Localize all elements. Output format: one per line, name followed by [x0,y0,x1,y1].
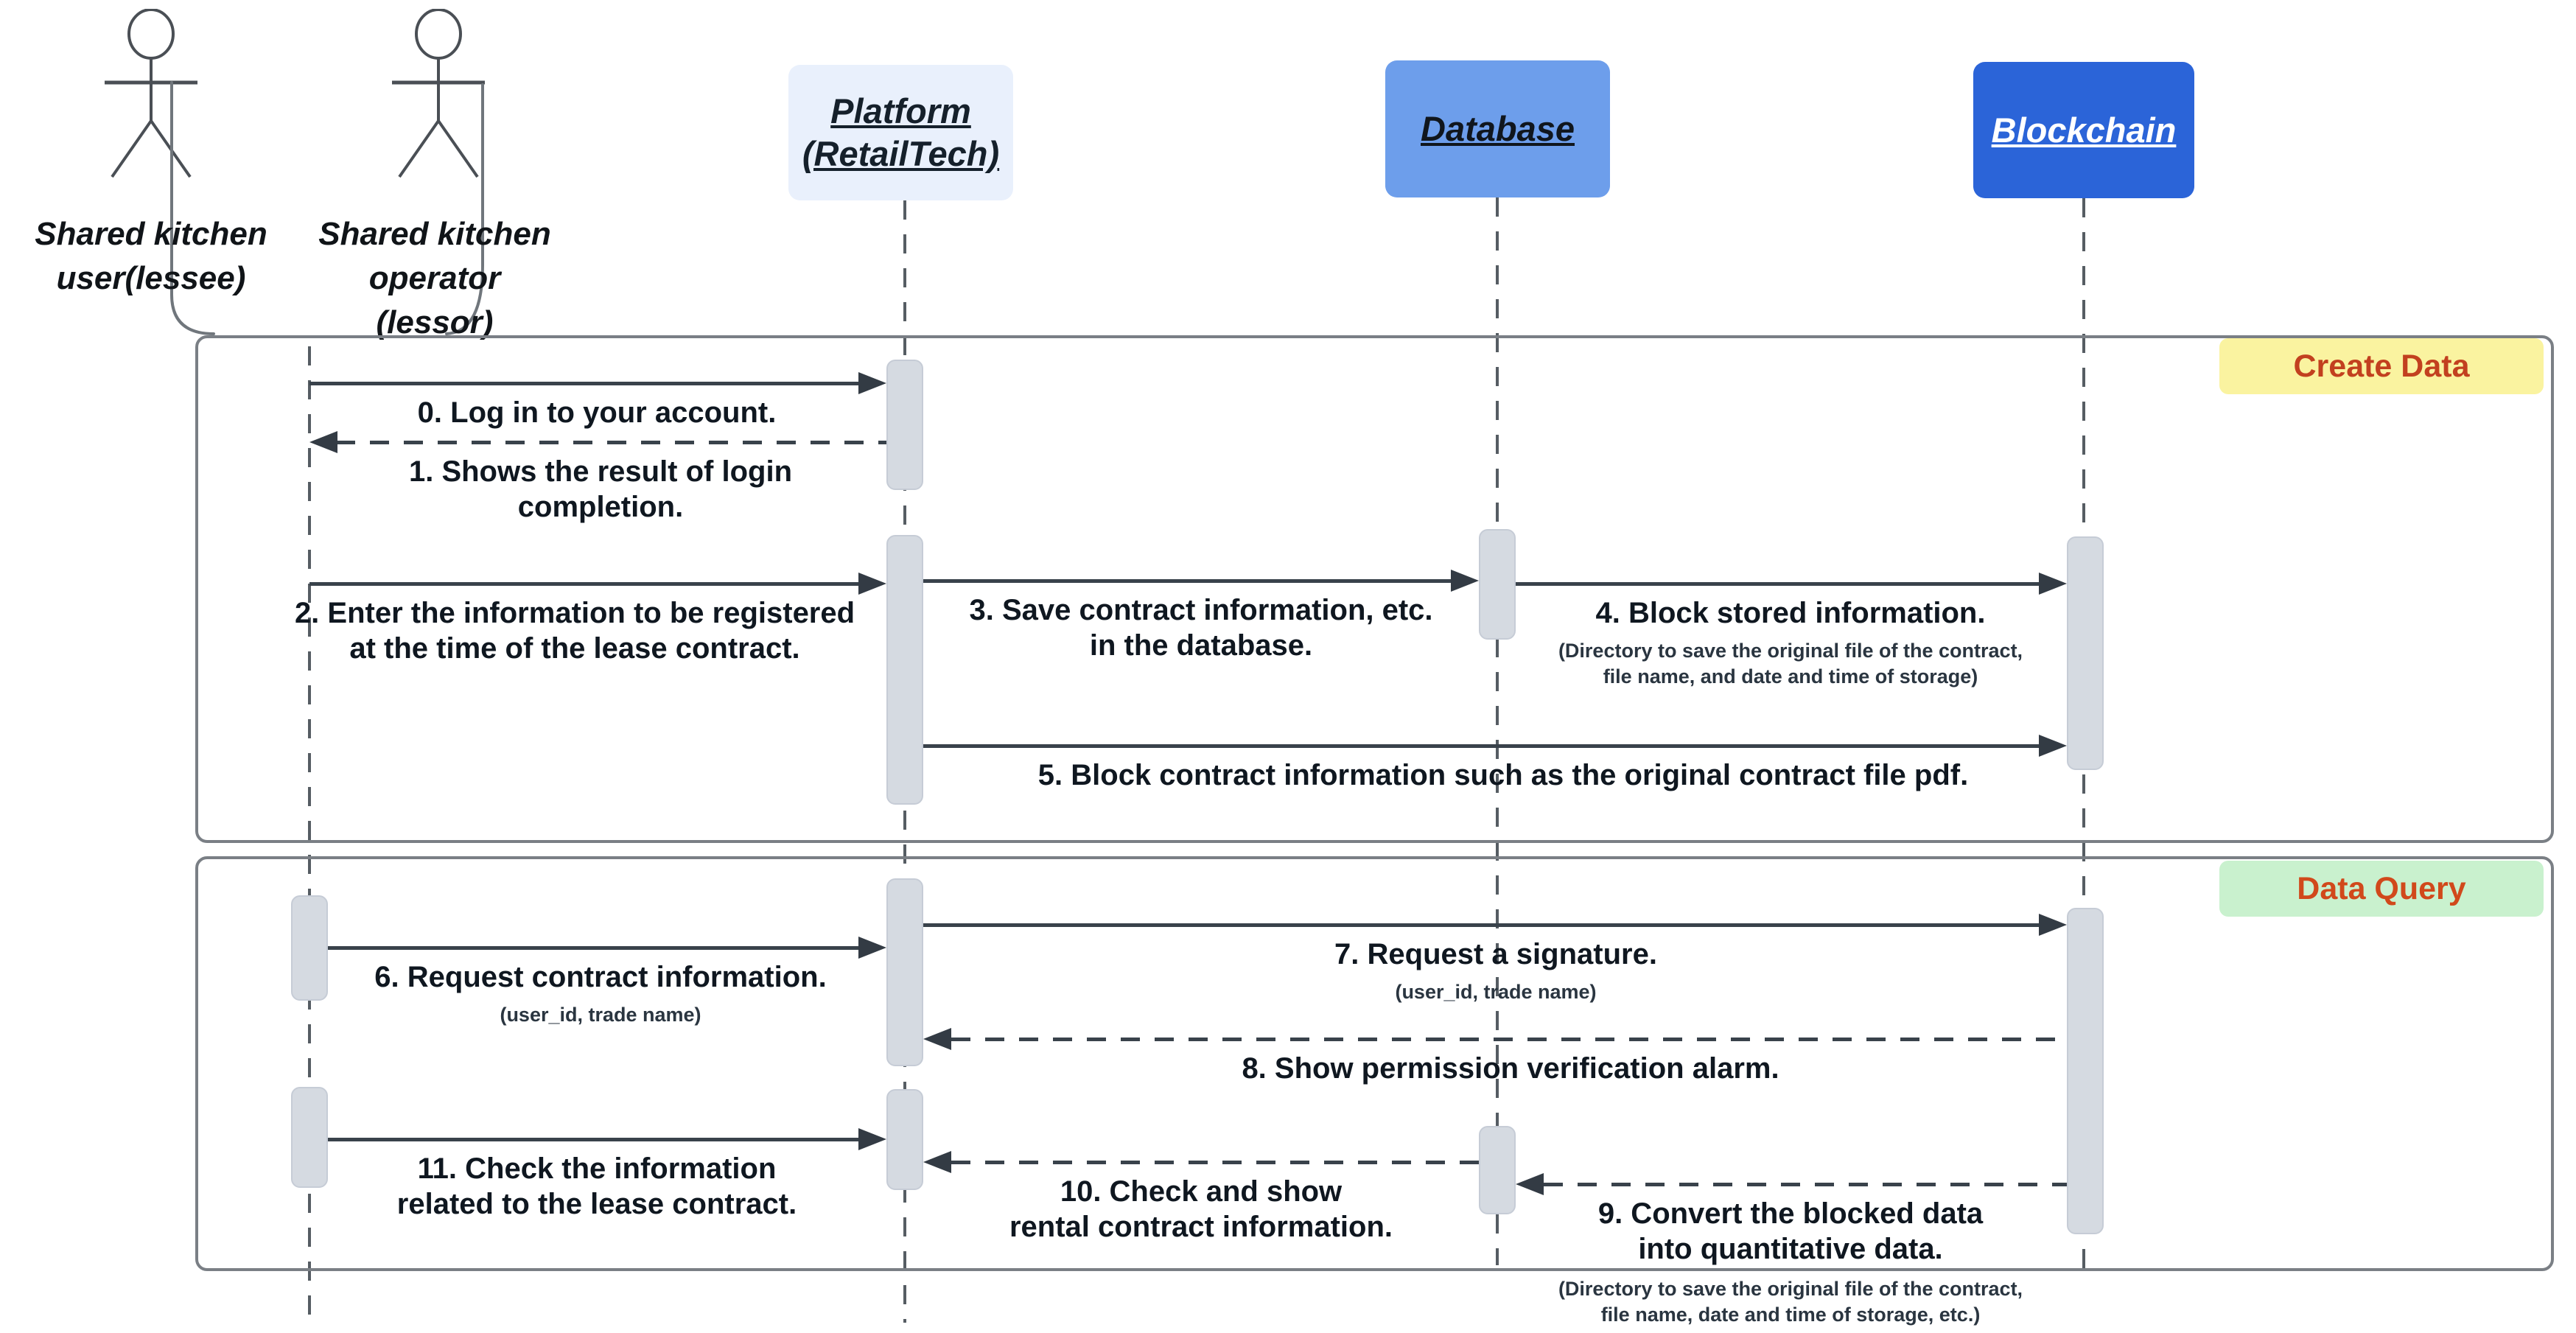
message-3-arrow [923,579,1455,583]
participant-platform: Platform (RetailTech) [788,65,1013,200]
message-0-arrow [309,382,862,385]
message-1-label: 1. Shows the result of login completion. [408,455,793,523]
message-3-arrowhead [1451,570,1479,592]
lessee-label-line1: Shared kitchen [35,216,267,252]
operator-actor-label: Shared kitchen operator (lessor) [295,212,575,345]
message-9-note: (Directory to save the original file of … [1558,1278,2023,1326]
operator-label-line2: operator [368,260,501,296]
message-6-arrow [328,946,862,950]
platform-activation-check [886,1089,923,1190]
actor-connector-lines [170,81,484,335]
frame-create-data [195,335,2554,843]
message-8-arrow [951,1038,2067,1041]
message-11-label: 11. Check the information related to the… [396,1152,797,1220]
message-4-label: 4. Block stored information. [1595,597,1986,629]
message-2-arrowhead [858,573,886,595]
message-6-note: (user_id, trade name) [500,1004,701,1026]
platform-activation-register [886,535,923,805]
message-7-note: (user_id, trade name) [1395,981,1597,1003]
message-9-arrow [1544,1183,2067,1186]
frame-label-create-data: Create Data [2219,338,2544,394]
blockchain-title: Blockchain [1991,110,2177,150]
lessee-label-line2: user(lessee) [56,260,246,296]
message-6-arrowhead [858,937,886,959]
message-2-label: 2. Enter the information to be registere… [294,597,855,665]
platform-activation-query [886,878,923,1066]
message-1-arrow [336,441,886,444]
message-2-arrow [309,582,862,586]
operator-actor-icon [392,9,485,178]
message-4-note: (Directory to save the original file of … [1558,640,2023,688]
participant-blockchain: Blockchain [1973,62,2194,198]
message-1-arrowhead [309,431,337,453]
lessee-actor-icon [105,9,197,178]
database-activation-show [1479,1126,1516,1214]
platform-title-line2: (RetailTech) [802,134,1000,173]
message-9-label: 9. Convert the blocked data into quantit… [1597,1197,1984,1265]
blockchain-activation-sign [2067,908,2104,1234]
message-10-arrowhead [923,1151,951,1173]
message-9-arrowhead [1516,1173,1544,1195]
message-7-label: 7. Request a signature. [1334,938,1657,970]
frame-data-query [195,856,2554,1271]
message-8-arrowhead [923,1028,951,1050]
message-3-label: 3. Save contract information, etc. in th… [969,594,1433,662]
platform-activation-login [886,360,923,490]
message-5-arrowhead [2039,735,2067,757]
participant-database: Database [1385,60,1610,197]
message-10-label: 10. Check and show rental contract infor… [1009,1175,1393,1243]
platform-title-line1: Platform [830,91,971,130]
database-title: Database [1421,109,1575,148]
message-5-arrow [923,744,2043,748]
operator-label-line3: (lessor) [376,304,494,340]
lessee-actor-label: Shared kitchen user(lessee) [7,212,295,301]
message-7-arrowhead [2039,914,2067,936]
message-7-arrow [923,923,2043,927]
lessee-activation-request [291,895,328,1001]
lessee-activation-check [291,1087,328,1188]
message-11-arrow [328,1138,862,1141]
message-8-label: 8. Show permission verification alarm. [1242,1052,1779,1085]
message-0-label: 0. Log in to your account. [417,396,777,429]
database-activation-save [1479,529,1516,640]
operator-lifeline [308,346,311,1323]
message-5-label: 5. Block contract information such as th… [1037,759,1969,791]
message-0-arrowhead [858,372,886,394]
message-11-arrowhead [858,1128,886,1150]
frame-label-data-query: Data Query [2219,861,2544,917]
message-4-arrow [1516,582,2043,586]
blockchain-activation-block [2067,536,2104,770]
message-6-label: 6. Request contract information. [374,961,827,993]
operator-label-line1: Shared kitchen [318,216,551,252]
message-10-arrow [951,1161,1479,1164]
database-lifeline [1496,197,1499,1265]
message-4-arrowhead [2039,573,2067,595]
